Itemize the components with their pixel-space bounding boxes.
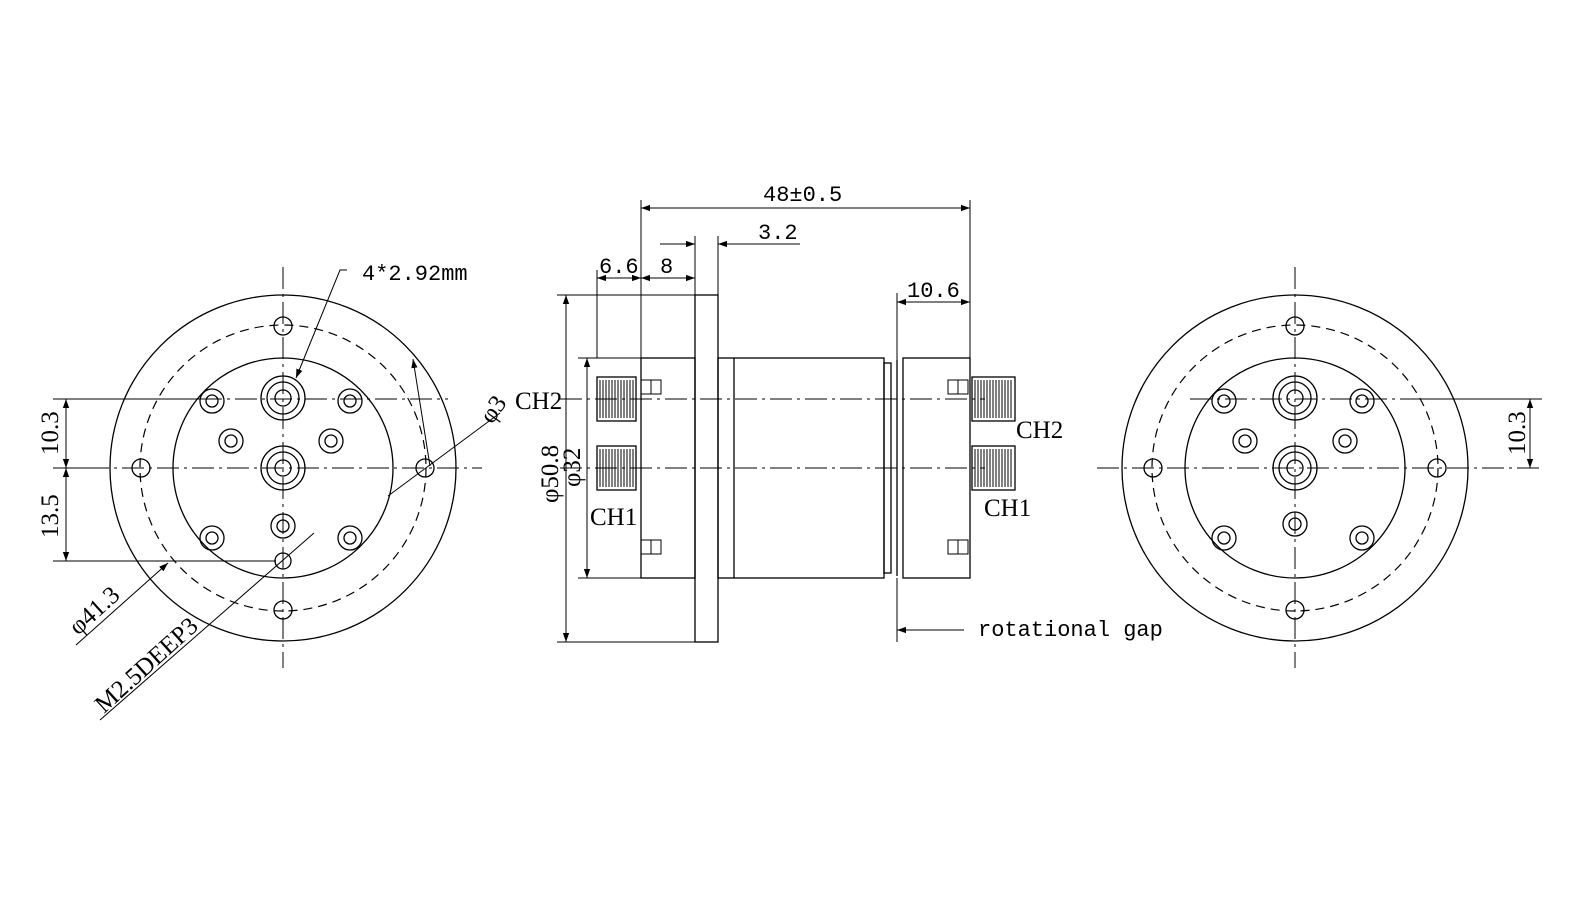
body-dia-label: φ32 (559, 448, 586, 487)
left-housing-notches (640, 379, 662, 555)
connectors-label: 4*2.92mm (362, 262, 468, 287)
dim-8-label: 8 (660, 255, 673, 280)
side-view (557, 200, 1016, 643)
ch1-connector-right (971, 445, 1016, 491)
dim-10-3-right-label: 10.3 (1504, 411, 1531, 455)
bolt-circle-label: φ41.3 (64, 581, 125, 640)
dim-10-6-label: 10.6 (907, 279, 960, 304)
ch2-connector-left (596, 376, 637, 422)
left-studs (199, 388, 363, 551)
right-main-connectors (1272, 375, 1318, 491)
ch1-left-label: CH1 (590, 504, 637, 531)
gap-width-label: 3.2 (758, 221, 798, 246)
right-end-view: 10.3 (1097, 267, 1542, 668)
flange-dia-label: φ50.8 (537, 445, 564, 503)
right-mounting-holes (1143, 316, 1447, 620)
left-side-connectors (596, 376, 637, 491)
side-view-labels: 48±0.5 3.2 6.6 8 10.6 CH2 CH1 CH2 CH1 φ5… (515, 183, 1163, 643)
right-side-connectors (971, 376, 1016, 491)
thread-label: M2.5DEEP3 (90, 612, 204, 718)
dim-6-6-label: 6.6 (599, 255, 639, 280)
ch2-right-label: CH2 (1016, 417, 1063, 444)
hole-dia-label: φ3 (475, 391, 513, 429)
right-studs (1211, 388, 1375, 551)
dim-13-5-label: 13.5 (37, 494, 64, 538)
ch2-connector-right (971, 376, 1016, 422)
overall-length-label: 48±0.5 (763, 183, 842, 208)
ch2-left-label: CH2 (515, 388, 562, 415)
ch1-right-label: CH1 (984, 495, 1031, 522)
left-mounting-holes (131, 316, 435, 620)
left-end-view (53, 267, 501, 721)
dim-10-3-left-label: 10.3 (37, 411, 64, 455)
rotational-gap-label: rotational gap (978, 618, 1163, 643)
ch1-connector-left (596, 445, 637, 491)
right-housing-notches (947, 379, 969, 555)
left-main-connectors (260, 375, 306, 491)
